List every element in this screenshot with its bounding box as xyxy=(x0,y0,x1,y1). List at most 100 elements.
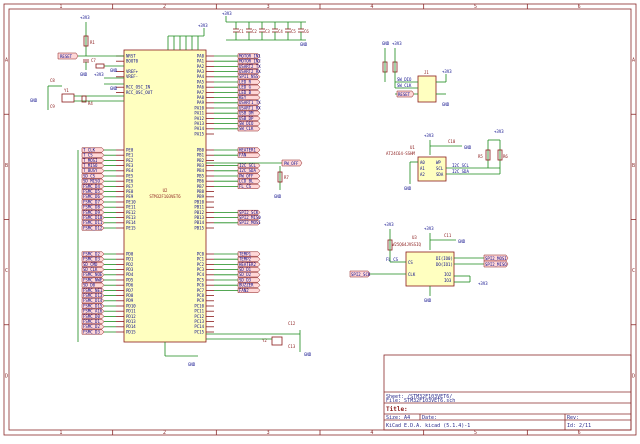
left-net-text: SD_CLK xyxy=(83,267,98,272)
decoupling-cap-label: C1 xyxy=(239,29,244,34)
mcu-pin-pe15: PE15 xyxy=(126,225,136,230)
right-net-label xyxy=(237,256,261,262)
u3-pin-do: DO(IO1) xyxy=(436,262,453,267)
left-net-text: FSMC_D3 xyxy=(83,257,100,262)
right-net-label xyxy=(237,251,261,257)
left-net-label xyxy=(81,157,105,163)
c8-label: C8 xyxy=(50,78,55,83)
right-net-label xyxy=(237,115,261,121)
mcu-vdd-power: +3V3 xyxy=(198,23,208,28)
mcu-pin-pb9: PB9 xyxy=(197,194,205,199)
mcu-pin-pd7: PD7 xyxy=(126,288,134,293)
right-net-label xyxy=(237,272,261,278)
mcu-pin-pa9: PA9 xyxy=(197,100,205,105)
left-net-text: SD_CMD xyxy=(83,262,98,267)
c11-gnd: GND xyxy=(458,239,466,244)
flash-power: +3V3 xyxy=(424,226,434,231)
left-net-label xyxy=(81,293,105,299)
mcu-pin-pd10: PD10 xyxy=(126,303,136,308)
right-net-label xyxy=(237,215,261,221)
frame-col-bottom: 1 xyxy=(59,430,62,436)
decoupling-cap-label: C3 xyxy=(265,29,270,34)
right-net-label xyxy=(237,105,261,111)
right-net-text: SD_D3 xyxy=(239,277,252,282)
left-net-text: T_BUSY xyxy=(83,168,98,173)
left-net-label xyxy=(81,277,105,283)
left-net-label xyxy=(81,251,105,257)
left-net-text: FSMC_NWE xyxy=(83,277,103,282)
mcu-pin-pb3: PB3 xyxy=(197,163,205,168)
frame-col-top: 6 xyxy=(578,4,581,10)
left-net-label xyxy=(81,261,105,267)
left-net-label xyxy=(81,199,105,205)
mcu-pin-pa14: PA14 xyxy=(194,126,204,131)
left-net-text: FSMC_D14 xyxy=(83,298,103,303)
frame-row-left: C xyxy=(5,268,8,274)
right-net-text: SPI2_SCK xyxy=(239,210,259,215)
eeprom-circuit: +3V3 C10 GND U1 AT24C64-SSHM A0 A1 A2 WP… xyxy=(386,129,508,191)
left-net-label xyxy=(81,282,105,288)
mcu-pin-pb15: PB15 xyxy=(194,225,204,230)
right-net-text: HEATER2 xyxy=(239,262,256,267)
c9-label: C9 xyxy=(50,104,55,109)
left-net-text: FSMC_D0 xyxy=(83,314,100,319)
u3-pin-cs: CS xyxy=(408,260,413,265)
j1-power: +3V3 xyxy=(442,69,452,74)
left-net-text: T_CS xyxy=(83,153,93,158)
right-net-label xyxy=(237,58,261,64)
mcu-pin-pb1: PB1 xyxy=(197,153,205,158)
c10-label: C10 xyxy=(448,139,456,144)
mcu-pin-pa2: PA2 xyxy=(197,64,205,69)
frame-row-right: A xyxy=(632,58,635,64)
decoupling-cap-label: C2 xyxy=(252,29,257,34)
right-net-text: TEMP1 xyxy=(239,251,252,256)
frame-col-bottom: 4 xyxy=(370,430,373,436)
right-net-label xyxy=(237,261,261,267)
mcu-pin-pe14: PE14 xyxy=(126,220,136,225)
left-net-label xyxy=(81,313,105,319)
u1-pin-a0: A0 xyxy=(420,160,425,165)
left-net-label xyxy=(81,189,105,195)
right-net-labels: MOTOR_IN1MOTOR_IN2USART2_TXUSART2_RXSPI1… xyxy=(214,53,261,293)
left-net-text: FSMC_D10 xyxy=(83,215,103,220)
left-net-text: FSMC_NE1 xyxy=(83,288,103,293)
u1-value: AT24C64-SSHM xyxy=(386,151,415,156)
frame-col-top: 2 xyxy=(163,4,166,10)
tb-rev: Rev: xyxy=(567,415,579,421)
u1-pin-sda: SDA xyxy=(436,172,444,177)
frame-row-left: A xyxy=(5,58,8,64)
vref-power: +3V3 xyxy=(94,72,104,77)
mcu-pin-pa11: PA11 xyxy=(194,111,204,116)
right-net-text: USART1_TX xyxy=(239,100,261,105)
right-net-text: I2C_SDA xyxy=(239,168,256,173)
right-net-label xyxy=(237,152,261,158)
right-net-text: LED_G xyxy=(239,85,252,90)
right-net-text: PW_OFF xyxy=(239,173,254,178)
c7-label: C7 xyxy=(91,58,96,63)
right-net-label xyxy=(237,53,261,59)
eeprom-power: +3V3 xyxy=(424,133,434,138)
mcu-pin-pb6: PB6 xyxy=(197,179,205,184)
left-net-label xyxy=(81,194,105,200)
mcu-pin-boot0: BOOT0 xyxy=(126,59,139,64)
right-net-label xyxy=(237,168,261,174)
swd-connector: GND +3V3 J1 SW_DIO SW_CLK RESET +3V3 GND xyxy=(382,41,452,107)
swd-dio: SW_DIO xyxy=(397,77,412,82)
mcu-pins: NRSTBOOT0VREF+VREF-RCC_OSC_INRCC_OSC_OUT… xyxy=(116,53,214,334)
left-net-text: FSMC_D12 xyxy=(83,225,103,230)
mcu-pin-pc8: PC8 xyxy=(197,293,205,298)
mcu-pin-vref+: VREF+ xyxy=(126,69,139,74)
u3-mosi-net: SPI2_MOSI xyxy=(485,256,507,261)
left-net-text: FSMC_D8 xyxy=(83,205,100,210)
u3-label: U3 xyxy=(412,235,417,240)
u1-pin-scl: SCL xyxy=(436,166,444,171)
mcu-pin-pd4: PD4 xyxy=(126,272,134,277)
mcu-pin-pe6: PE6 xyxy=(126,179,134,184)
mcu-pin-pa5: PA5 xyxy=(197,79,205,84)
u3-pin-di: DI(IO0) xyxy=(436,256,453,261)
mcu-pin-pb8: PB8 xyxy=(197,189,205,194)
mcu-pin-rcc_osc_in: RCC_OSC_IN xyxy=(126,85,151,90)
pw-off-net: PW_OFF xyxy=(284,161,299,166)
